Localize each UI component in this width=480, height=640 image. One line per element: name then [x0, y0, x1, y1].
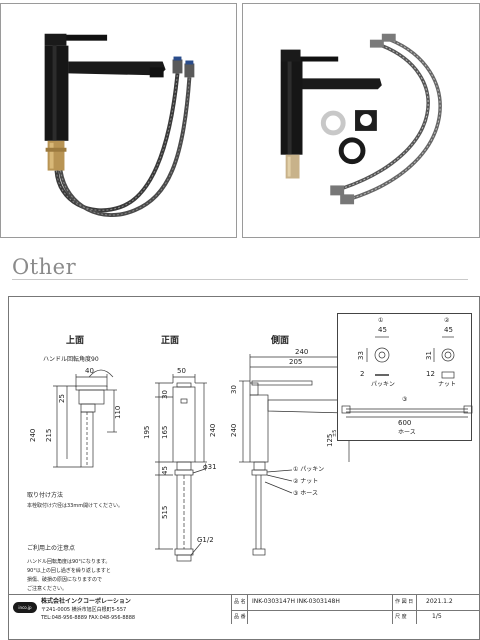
view-title-side: 側面	[271, 336, 290, 346]
dim-side-30: 30	[230, 385, 238, 394]
part1-thickness: 2	[360, 370, 365, 378]
scale-value: 1/5	[432, 613, 442, 620]
faucet-photo-parts	[242, 3, 480, 238]
parts-box: ① 45 33 2 パッキン ② 45 31 12 ナット ③ 600 ホース	[337, 313, 473, 441]
part1-height: 33	[357, 351, 365, 360]
dim-top-215: 215	[45, 428, 53, 442]
company-logo: inco.jp	[13, 602, 37, 613]
dim-front-45: 45	[161, 466, 169, 475]
note-line: ハンドル回転角度は90°になります。	[27, 559, 111, 565]
part2-thickness: 12	[426, 370, 435, 378]
title-block-column-divider	[416, 595, 417, 624]
parts-linework	[341, 336, 473, 418]
view-title-top: 上面	[66, 336, 85, 346]
dim-top-240: 240	[29, 428, 37, 442]
dim-top-25: 25	[58, 394, 66, 403]
title-block-grid: 品 名 INK-0303147H INK-0303148H 品 番 作 図 日 …	[231, 595, 480, 624]
part2-width: 45	[444, 326, 453, 334]
dim-front-240: 240	[209, 423, 217, 437]
part2-height: 31	[425, 351, 433, 360]
part1-label: パッキン	[371, 381, 395, 388]
mounting-text: 本栓取付け穴径は33mm開けてください。	[27, 503, 123, 509]
name-value: INK-0303147H INK-0303148H	[252, 598, 340, 605]
note-line: 損傷、破損の原因になりますので	[27, 577, 103, 583]
note-line: 90°以上の回し過ぎを繰り返しますと	[27, 568, 111, 574]
part2-number: ②	[444, 317, 450, 324]
part3-length: 600	[398, 419, 412, 427]
callout-packing: ① パッキン	[293, 466, 325, 473]
dim-front-30: 30	[161, 390, 169, 399]
title-block-row-divider	[232, 610, 480, 611]
callout-hose: ③ ホース	[293, 490, 318, 497]
dim-front-195: 195	[143, 425, 151, 439]
handle-rotation-label: ハンドル回転角度90	[43, 356, 99, 363]
note-line: ご注意ください。	[27, 586, 68, 592]
title-block-column-divider	[247, 595, 248, 624]
part3-number: ③	[402, 396, 408, 403]
faucet-photo-assembled	[0, 3, 237, 238]
company-address: 〒241-0005 横浜市旭区白根町5-557	[41, 607, 127, 613]
code-label: 品 番	[234, 614, 246, 620]
scale-label: 尺 度	[395, 614, 407, 620]
faucet-parts-illustration	[280, 33, 442, 205]
section-divider	[12, 279, 468, 280]
mounting-title: 取り付け方法	[27, 492, 64, 499]
company-name: 株式会社インクコーポレーション	[41, 598, 131, 605]
callout-nut: ② ナット	[293, 478, 319, 485]
faucet-assembled-illustration	[44, 33, 195, 217]
dim-front-diameter: ϕ31	[203, 463, 217, 471]
dim-front-165: 165	[161, 425, 169, 439]
dim-front-thread: G1/2	[197, 536, 214, 544]
section-heading: Other	[12, 255, 77, 279]
part3-label: ホース	[398, 429, 416, 436]
dim-top-110: 110	[114, 405, 122, 419]
part1-number: ①	[378, 317, 384, 324]
date-value: 2021.1.2	[426, 598, 453, 605]
dim-side-240-height: 240	[230, 423, 238, 437]
title-block-column-divider	[392, 595, 393, 624]
dim-side-240: 240	[295, 348, 309, 356]
dim-front-515: 515	[161, 505, 169, 519]
technical-drawing: 上面 正面 側面 ハンドル回転角度90 40 25 110 240 215 50…	[8, 296, 480, 640]
notes-title: ご利用上の注意点	[27, 545, 76, 552]
part2-label: ナット	[438, 381, 457, 388]
dim-top-width: 40	[85, 367, 94, 375]
company-tel: TEL:048-956-8889 FAX:048-956-8888	[41, 615, 136, 621]
date-label: 作 図 日	[395, 599, 414, 605]
dim-front-width: 50	[177, 367, 186, 375]
name-label: 品 名	[234, 599, 246, 605]
title-block: inco.jp 株式会社インクコーポレーション 〒241-0005 横浜市旭区白…	[9, 594, 480, 624]
view-title-front: 正面	[161, 336, 180, 346]
dim-side-205: 205	[289, 358, 303, 366]
part1-width: 45	[378, 326, 387, 334]
